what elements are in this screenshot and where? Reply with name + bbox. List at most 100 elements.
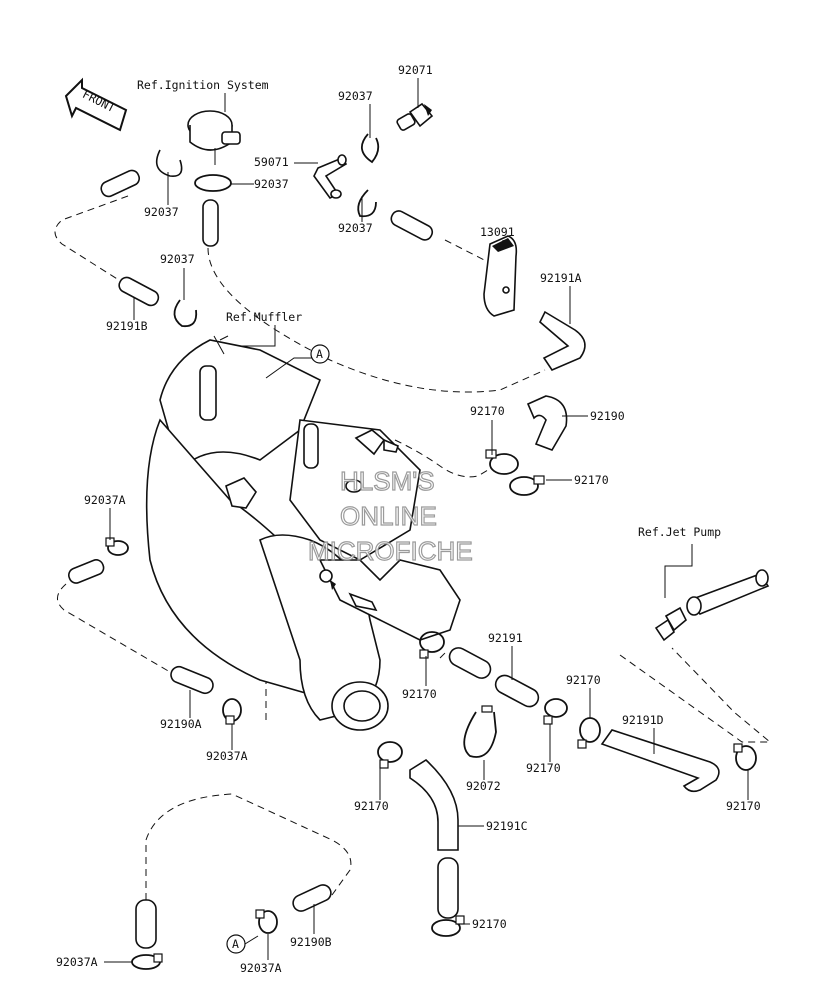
- ref-muffler-leader: [230, 325, 276, 347]
- svg-text:92191: 92191: [488, 631, 523, 645]
- front-arrow-icon: FRONT: [64, 77, 128, 132]
- svg-text:92190: 92190: [590, 409, 625, 423]
- clamp-92170-lower-center: [377, 741, 403, 769]
- hose-92191B: [118, 276, 160, 307]
- clamp-92170-right-b: [577, 717, 601, 749]
- svg-text:MICROFICHE: MICROFICHE: [308, 536, 473, 566]
- ref-jet-pump-leader: [664, 544, 693, 598]
- svg-text:13091: 13091: [480, 225, 515, 239]
- svg-text:92170: 92170: [574, 473, 609, 487]
- part-label: 92170: [402, 656, 437, 701]
- hose-92190A: [170, 665, 214, 695]
- hose-92191D: [600, 729, 720, 793]
- hose-92191C: [409, 758, 459, 919]
- jet-pump-fitting: [654, 569, 770, 642]
- svg-text:92170: 92170: [726, 799, 761, 813]
- svg-text:92037A: 92037A: [56, 955, 98, 969]
- clamp-92037-upper-right: [361, 133, 380, 164]
- part-label: 92170: [546, 473, 609, 487]
- ignition-water-box: [187, 110, 241, 165]
- part-label: 92191A: [540, 271, 582, 324]
- clamp-92170-right-a: [543, 698, 568, 725]
- callout-a-upper: A: [265, 344, 330, 379]
- part-label: 92170: [566, 673, 601, 718]
- hose-92191: [448, 647, 540, 708]
- clamp-92037A-bottom-left: [131, 953, 163, 970]
- part-label: 92190B: [290, 904, 332, 949]
- svg-text:92190B: 92190B: [290, 935, 332, 949]
- svg-text:A: A: [316, 347, 323, 361]
- clamp-92170-bottom: [431, 915, 465, 937]
- clamp-92170-mid-right: [509, 475, 545, 496]
- svg-text:92190A: 92190A: [160, 717, 202, 731]
- svg-text:92170: 92170: [526, 761, 561, 775]
- clamp-92072: [463, 705, 497, 758]
- part-label: 92191D: [622, 713, 664, 754]
- svg-text:92071: 92071: [398, 63, 433, 77]
- svg-text:92037: 92037: [254, 177, 289, 191]
- part-label: 92037: [144, 172, 179, 219]
- svg-text:92170: 92170: [402, 687, 437, 701]
- svg-text:92191A: 92191A: [540, 271, 582, 285]
- hose-top-left: [100, 169, 141, 198]
- svg-text:59071: 59071: [254, 155, 289, 169]
- part-label: 92072: [466, 760, 501, 793]
- clamp-92037-mid: [194, 174, 232, 192]
- part-label: 92190: [562, 409, 625, 423]
- part-label: 92037: [160, 252, 195, 300]
- fitting-92071: [396, 102, 434, 131]
- svg-text:92037: 92037: [144, 205, 179, 219]
- sensor-13091: [483, 235, 518, 317]
- part-label: 92170: [726, 770, 761, 813]
- hose-bottom-left: [135, 899, 157, 949]
- callout-a-lower: A: [226, 934, 259, 954]
- hose-right-upper: [390, 210, 434, 241]
- svg-text:92037: 92037: [338, 89, 373, 103]
- svg-text:92037A: 92037A: [84, 493, 126, 507]
- svg-text:92191D: 92191D: [622, 713, 664, 727]
- joint-59071: [313, 154, 348, 200]
- ref-muffler-label: Ref.Muffler: [226, 310, 302, 324]
- clamp-92037A-mid: [222, 698, 242, 725]
- part-label: 92190A: [160, 690, 202, 731]
- hose-vertical-short: [202, 199, 219, 247]
- part-label: 92037A: [240, 934, 282, 975]
- svg-text:92170: 92170: [566, 673, 601, 687]
- clamp-92037-upper-left: [155, 149, 183, 177]
- part-label: 92170: [526, 724, 561, 775]
- clamp-92037-right-lower: [357, 189, 377, 218]
- part-labels: 92071 92037 59071 92037 92037 92037 1309…: [56, 63, 761, 975]
- hose-92190: [526, 395, 568, 451]
- part-label: 92071: [398, 63, 433, 108]
- part-label: 92037: [338, 89, 373, 138]
- part-label: 92037A: [84, 493, 126, 540]
- ref-ignition-system-label: Ref.Ignition System: [137, 78, 269, 92]
- ref-jet-pump-label: Ref.Jet Pump: [638, 525, 721, 539]
- svg-text:92037A: 92037A: [206, 749, 248, 763]
- svg-text:92037A: 92037A: [240, 961, 282, 975]
- clamp-92037A-bottom-center: [255, 909, 278, 934]
- part-label: 13091: [480, 225, 515, 242]
- part-label: 92170: [470, 404, 505, 455]
- svg-text:92170: 92170: [354, 799, 389, 813]
- svg-text:92170: 92170: [472, 917, 507, 931]
- part-label: 59071: [254, 155, 318, 169]
- part-label: 92037: [338, 196, 373, 235]
- clamp-92037-left-lower: [173, 299, 198, 328]
- muffler-assembly: [145, 335, 461, 731]
- part-label: 92191C: [458, 819, 528, 833]
- svg-text:92191B: 92191B: [106, 319, 148, 333]
- svg-text:92072: 92072: [466, 779, 501, 793]
- part-label: 92037A: [206, 724, 248, 763]
- svg-text:92170: 92170: [470, 404, 505, 418]
- svg-text:92191C: 92191C: [486, 819, 528, 833]
- clamp-92170-mid-left: [485, 449, 519, 475]
- svg-text:92037: 92037: [160, 252, 195, 266]
- clamp-92170-far-right: [733, 743, 757, 771]
- clamp-92170-center: [419, 631, 445, 659]
- hose-left-short: [68, 559, 105, 584]
- hose-92190B: [292, 884, 332, 912]
- svg-text:A: A: [232, 937, 239, 951]
- part-label: 92170: [462, 917, 507, 931]
